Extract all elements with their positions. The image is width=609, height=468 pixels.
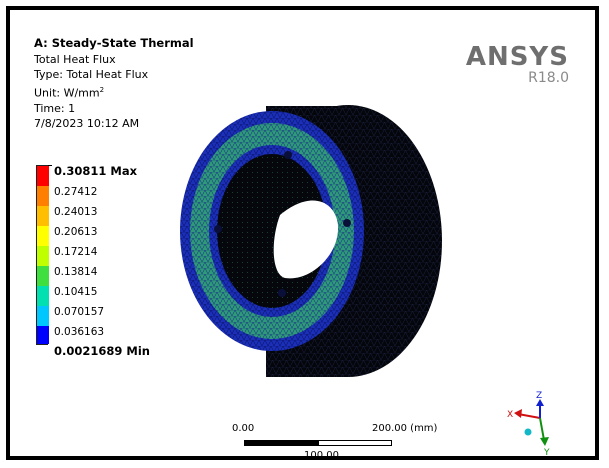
axis-triad: X Y Z	[507, 391, 550, 458]
legend-label: 0.036163	[54, 326, 105, 338]
legend-swatch	[37, 206, 49, 226]
legend-label: 0.20613	[54, 226, 98, 238]
legend-swatch	[37, 286, 49, 306]
legend-swatch	[37, 186, 49, 206]
triad-y-label: Y	[543, 448, 550, 458]
ansys-logo: ANSYS R18.0	[466, 44, 569, 86]
legend-swatch	[37, 246, 49, 266]
legend-swatch	[37, 306, 49, 326]
viewport[interactable]: A: Steady-State Thermal Total Heat Flux …	[6, 6, 599, 460]
result-info: A: Steady-State Thermal Total Heat Flux …	[34, 36, 194, 132]
scale-end: 200.00 (mm)	[372, 423, 438, 434]
result-unit: Unit: W/mm2	[34, 85, 105, 100]
brand-name: ANSYS	[465, 42, 569, 72]
legend-swatch	[37, 326, 49, 344]
legend-swatch	[37, 166, 49, 186]
result-time: Time: 1	[34, 101, 76, 115]
result-type: Type: Total Heat Flux	[34, 68, 149, 81]
analysis-title: A: Steady-State Thermal	[34, 36, 194, 50]
triad-z-label: Z	[536, 391, 542, 401]
front-face	[180, 111, 364, 351]
scale-mid: 100.00	[304, 450, 339, 460]
legend-label: 0.24013	[54, 206, 98, 218]
brand-version: R18.0	[528, 70, 569, 86]
result-name: Total Heat Flux	[34, 52, 116, 66]
legend-label: 0.10415	[54, 286, 98, 298]
legend-max-label: 0.30811 Max	[54, 164, 138, 178]
legend-label: 0.070157	[54, 306, 105, 318]
bore-opening	[273, 200, 339, 279]
legend-label: 0.13814	[54, 266, 98, 278]
result-date: 7/8/2023 10:12 AM	[34, 117, 140, 131]
triad-x-label: X	[507, 410, 513, 420]
legend-swatch	[37, 226, 49, 246]
legend-label: 0.27412	[54, 186, 98, 198]
legend-label: 0.17214	[54, 246, 98, 258]
model-view[interactable]: X Y Z	[10, 10, 599, 460]
scale-start: 0.00	[232, 423, 255, 434]
scale-ruler	[244, 440, 392, 446]
legend-min-label: 0.0021689 Min	[54, 344, 150, 358]
legend-swatch	[37, 266, 49, 286]
legend-bar	[36, 165, 49, 345]
